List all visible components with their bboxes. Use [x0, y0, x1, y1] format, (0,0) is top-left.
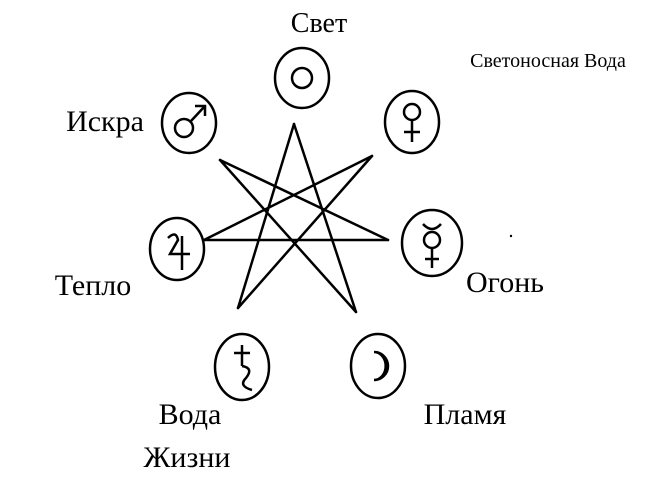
moon-icon: [349, 332, 407, 400]
stray-dot: [509, 234, 513, 238]
sun-icon: [273, 46, 331, 110]
star-line: [236, 122, 296, 310]
star-line: [202, 154, 374, 242]
saturn-icon: [213, 332, 271, 402]
mercury-icon: [400, 208, 464, 278]
star-line: [236, 154, 374, 310]
label-iskra: Искра: [66, 105, 144, 138]
label-voda: Вода: [159, 398, 222, 431]
star-line: [218, 158, 390, 242]
label-plamya: Пламя: [424, 398, 507, 431]
star-line: [292, 122, 358, 314]
heptagram-star: [202, 122, 390, 314]
jupiter-icon: [148, 216, 206, 282]
label-svetonosnaya-voda: Светоносная Вода: [470, 50, 626, 72]
label-ogon: Огонь: [466, 266, 544, 299]
label-svet: Свет: [291, 8, 347, 39]
mars-icon: [160, 91, 218, 155]
venus-icon: [383, 89, 441, 155]
label-teplo: Тепло: [55, 269, 132, 302]
star-line: [218, 158, 358, 314]
label-zhizni: Жизни: [144, 441, 231, 474]
